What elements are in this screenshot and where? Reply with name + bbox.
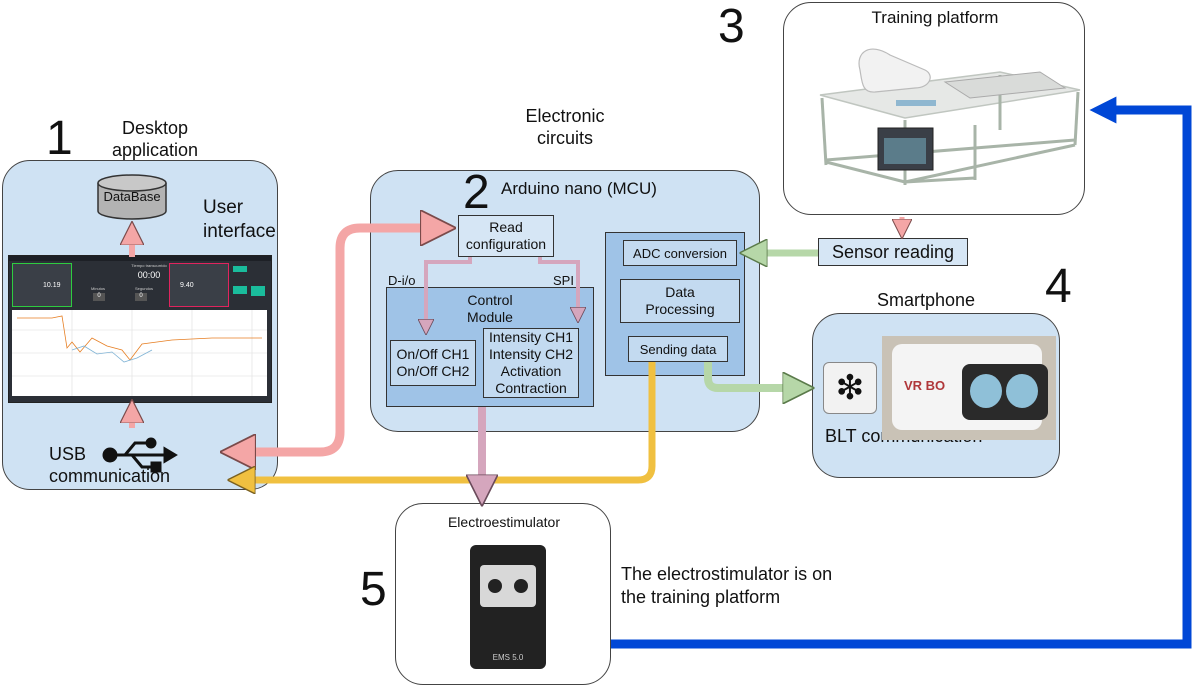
control-module-label: Control Module — [467, 292, 513, 325]
section-number-1: 1 — [46, 112, 73, 165]
intensity-box: Intensity CH1 Intensity CH2 Activation C… — [483, 328, 579, 398]
desktop-ui-screenshot: 10.19 Tiempo transcurrido 00:00 Minutos … — [8, 255, 272, 403]
sensor-reading-box: Sensor reading — [818, 238, 968, 266]
electrostimulator-title: Electroestimulator — [447, 514, 561, 530]
electronic-circuits-label: Electronic circuits — [525, 106, 605, 148]
adc-conversion-box: ADC conversion — [623, 240, 737, 266]
data-processing-box: Data Processing — [620, 279, 740, 323]
electrostimulator-device: EMS 5.0 — [470, 545, 546, 669]
read-configuration-box: Read configuration — [458, 215, 554, 257]
signal-chart — [12, 310, 267, 396]
dio-label: D-i/o — [388, 273, 416, 288]
signal-line-blue — [71, 345, 153, 363]
training-platform-title: Training platform — [871, 8, 999, 27]
phone-in-headset — [962, 364, 1048, 420]
spi-label: SPI — [553, 273, 574, 288]
section-number-3: 3 — [718, 0, 745, 53]
electrostimulator-note: The electrostimulator is on the training… — [621, 564, 833, 607]
usb-communication-label: USB communication — [49, 444, 171, 486]
knob-ch1 — [488, 579, 502, 593]
training-platform-panel: Training platform — [783, 2, 1085, 215]
gauge-right: 9.40 — [169, 263, 229, 307]
elapsed-time: 00:00 — [137, 270, 161, 280]
section-number-2: 2 — [463, 166, 490, 219]
vr-headset-brand: VR BO — [904, 378, 946, 393]
desktop-title: Desktop application — [111, 118, 199, 160]
signal-chart-svg — [12, 310, 267, 396]
sending-data-box: Sending data — [628, 336, 728, 362]
gauge-left: 10.19 — [12, 263, 72, 307]
ui-button-small[interactable] — [233, 266, 247, 272]
vr-headset-photo: VR BO — [882, 336, 1056, 440]
arduino-title: Arduino nano (MCU) — [501, 179, 657, 198]
device-control-panel — [480, 565, 536, 607]
knob-ch2 — [514, 579, 528, 593]
onoff-box: On/Off CH1 On/Off CH2 — [390, 340, 476, 386]
ui-button-small[interactable] — [233, 286, 247, 294]
database-label: DataBase — [103, 189, 161, 204]
device-label: EMS 5.0 — [492, 653, 524, 662]
section-number-4: 4 — [1045, 260, 1072, 313]
section-number-5: 5 — [360, 563, 387, 616]
ui-button-small[interactable] — [251, 286, 265, 296]
bluetooth-icon: ❇ — [823, 362, 877, 414]
user-interface-label: User interface — [203, 197, 276, 242]
signal-line-orange — [17, 315, 262, 361]
window-titlebar — [9, 256, 271, 261]
